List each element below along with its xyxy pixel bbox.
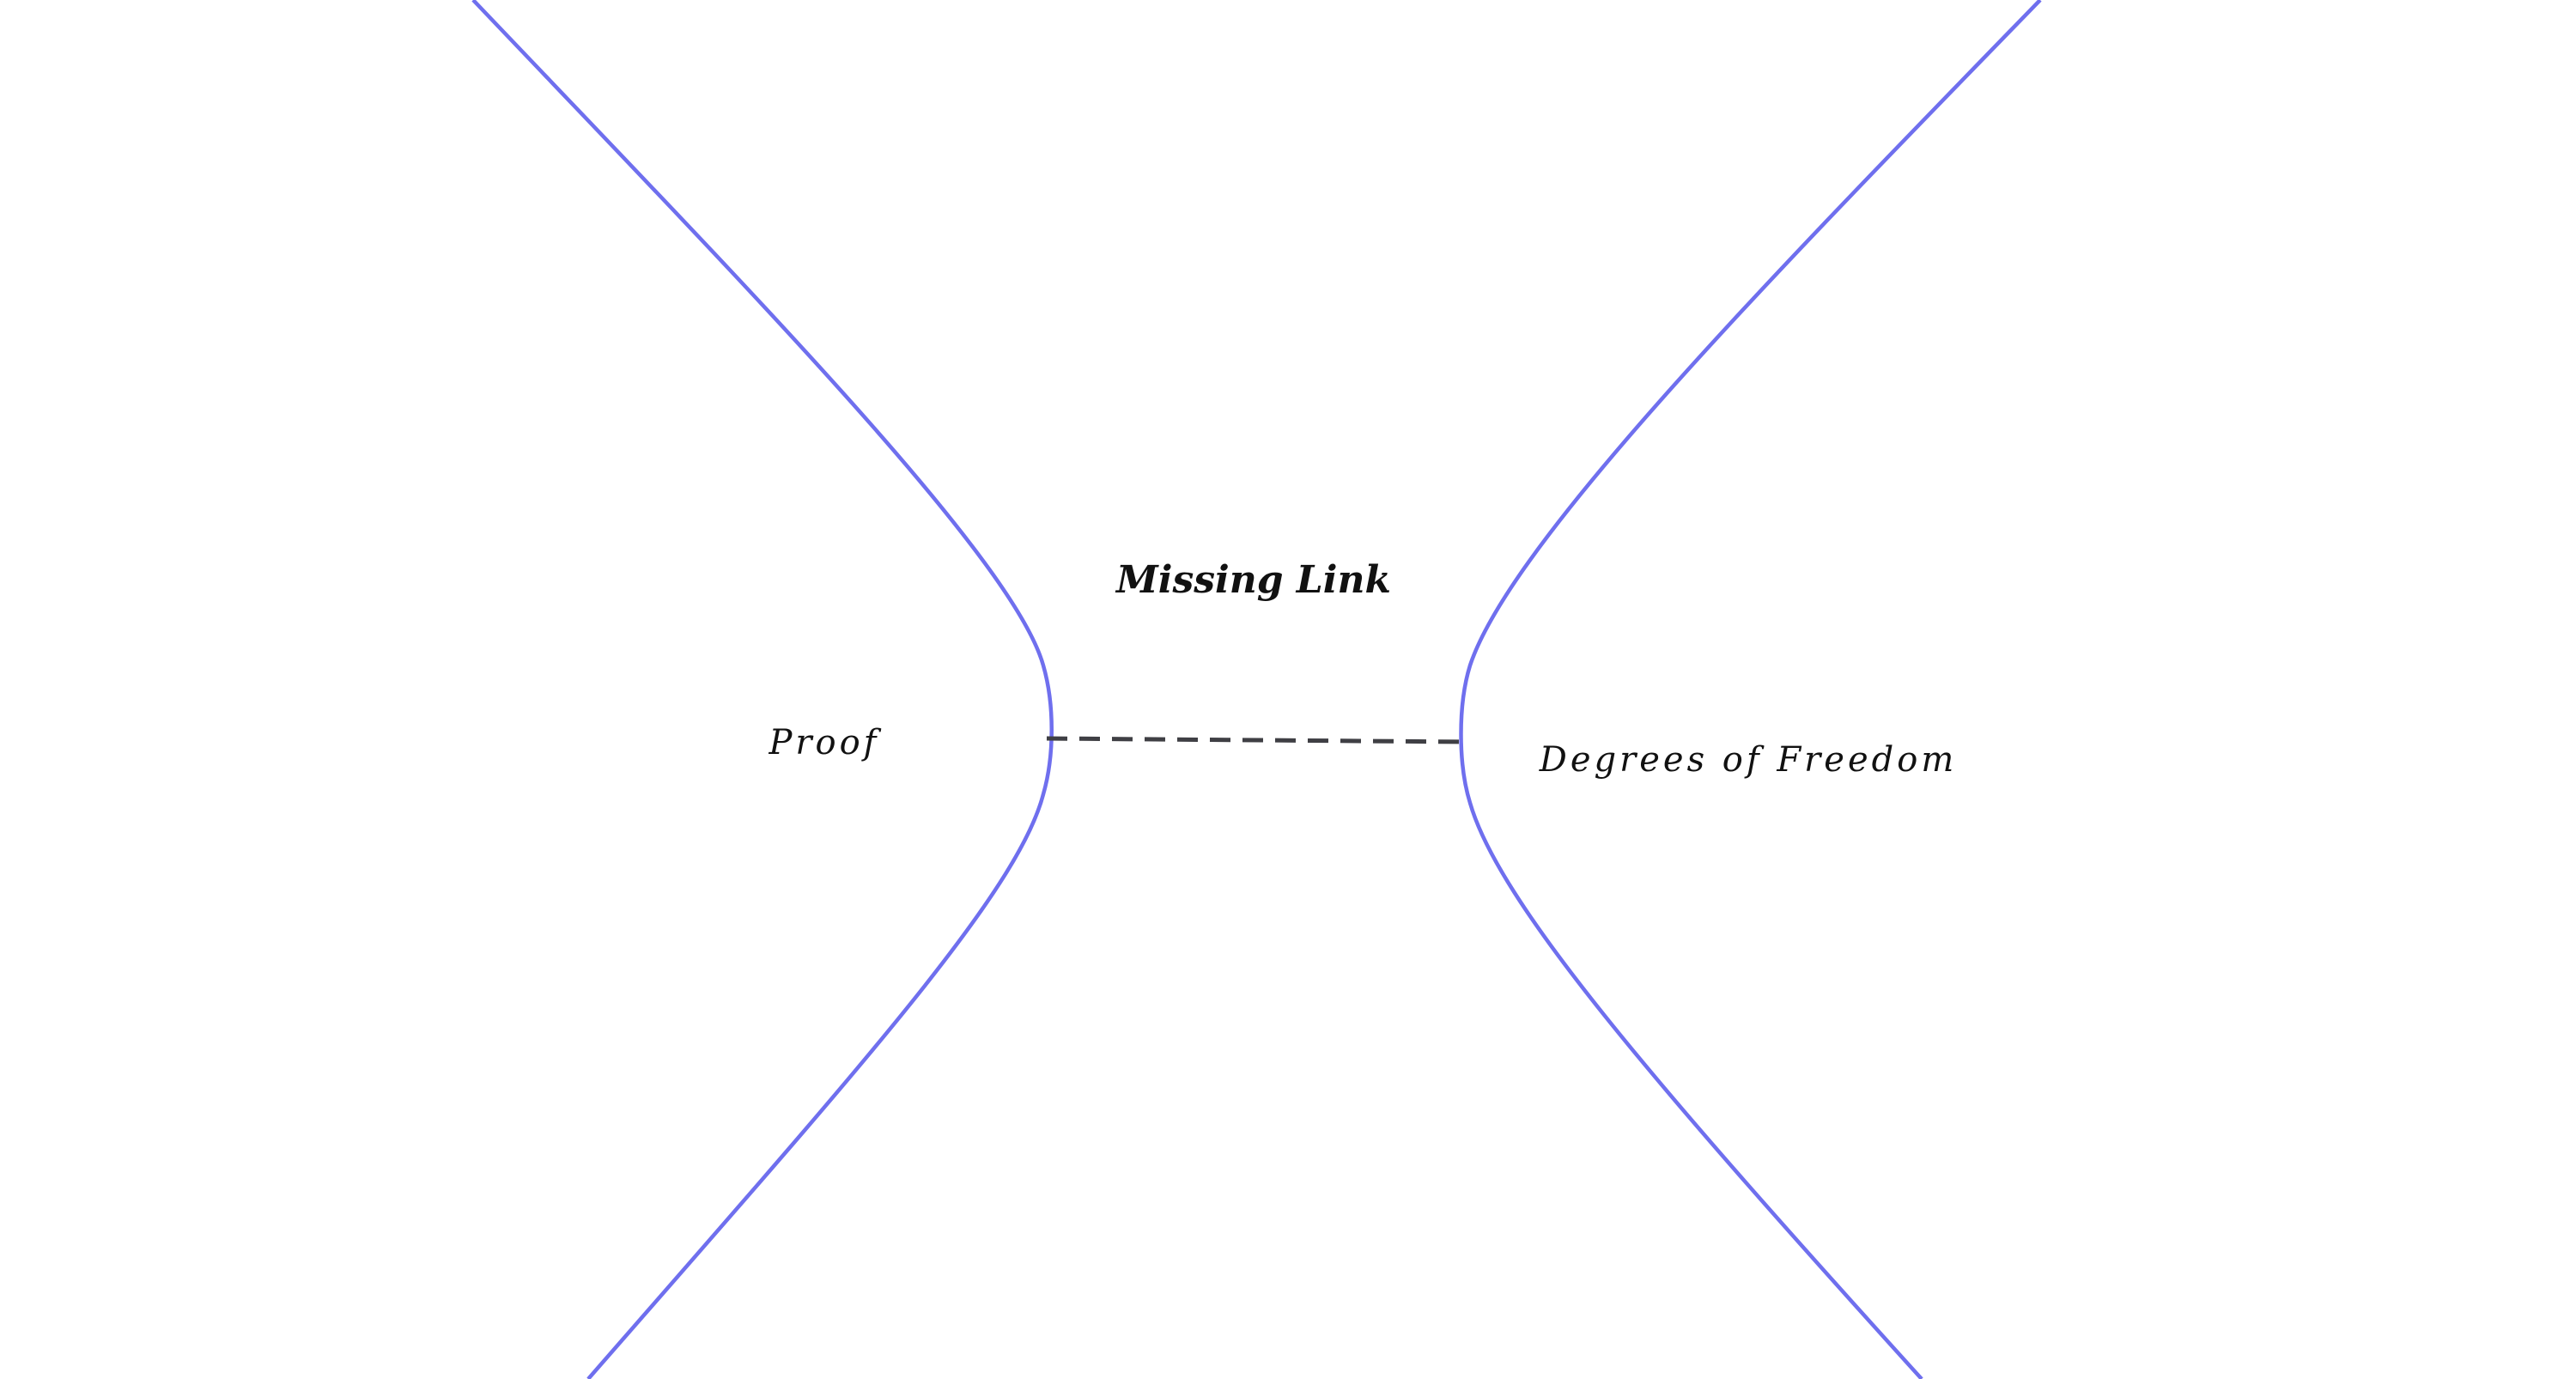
missing-link-connector xyxy=(1046,736,1467,744)
diagram-title: Missing Link xyxy=(1115,558,1391,602)
left-hyperbola-branch xyxy=(471,0,1054,1379)
right-hyperbola-branch xyxy=(1459,0,2042,1379)
left-branch-label: Proof xyxy=(768,723,881,762)
right-branch-label: Degrees of Freedom xyxy=(1539,740,1958,780)
